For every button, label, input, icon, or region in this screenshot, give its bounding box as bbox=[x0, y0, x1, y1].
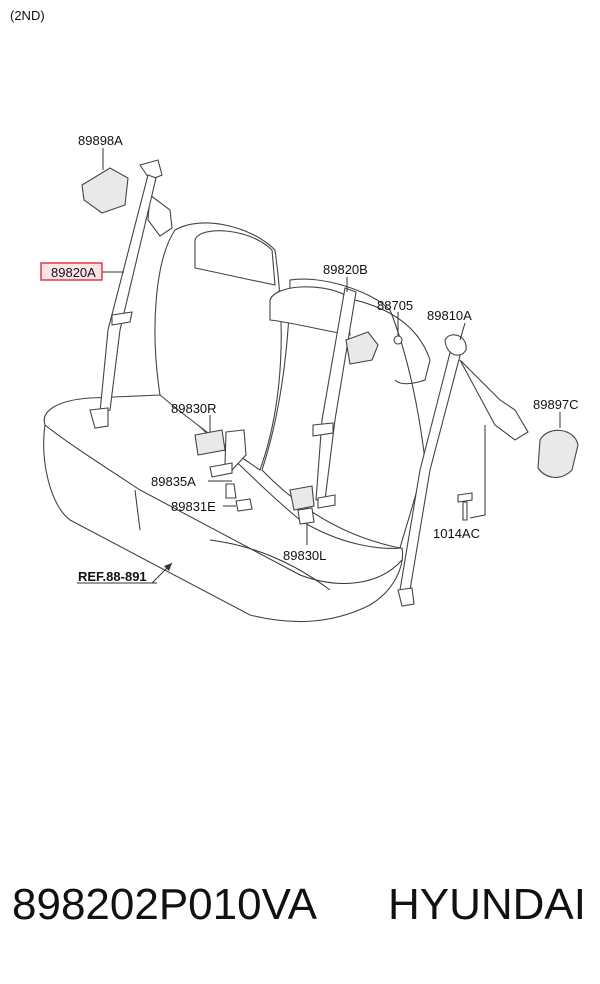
part-89898A-cover bbox=[81, 167, 129, 214]
label-89830R: 89830R bbox=[171, 401, 217, 416]
footer-part-number: 898202P010VA bbox=[12, 880, 318, 929]
footer-brand: HYUNDAI bbox=[387, 880, 586, 929]
footer: 898202P010VA HYUNDAI bbox=[0, 880, 600, 950]
label-89820B: 89820B bbox=[323, 262, 368, 277]
part-88705-retractor bbox=[345, 331, 379, 365]
label-89820A: 89820A bbox=[51, 265, 96, 280]
ref-arrow-head bbox=[164, 563, 172, 571]
part-89830R-buckle bbox=[194, 429, 226, 456]
label-ref: REF.88-891 bbox=[78, 569, 147, 584]
label-1014AC: 1014AC bbox=[433, 526, 480, 541]
part-89897C-cover bbox=[537, 429, 579, 478]
label-89831E: 89831E bbox=[171, 499, 216, 514]
part-89820A-belt bbox=[99, 174, 157, 413]
label-89897C: 89897C bbox=[533, 397, 579, 412]
label-89830L: 89830L bbox=[283, 548, 326, 563]
part-1014AC-bolt bbox=[457, 492, 473, 521]
label-88705: 88705 bbox=[377, 298, 413, 313]
part-89820A-retractor bbox=[139, 159, 173, 237]
label-89835A: 89835A bbox=[151, 474, 196, 489]
highlight-89820A bbox=[40, 262, 103, 281]
headrest-right bbox=[269, 286, 351, 336]
section-label: (2ND) bbox=[10, 8, 45, 23]
part-89835A bbox=[209, 462, 233, 478]
part-89830L-buckle bbox=[289, 485, 315, 511]
label-89810A: 89810A bbox=[427, 308, 472, 323]
seat-belt-diagram: 89898A 89820A 89820B 88705 89810A 89897C… bbox=[40, 133, 579, 623]
headrest-left bbox=[194, 230, 276, 286]
label-89898A: 89898A bbox=[78, 133, 123, 148]
part-88705-nut bbox=[393, 335, 403, 345]
part-89831E bbox=[235, 498, 253, 512]
